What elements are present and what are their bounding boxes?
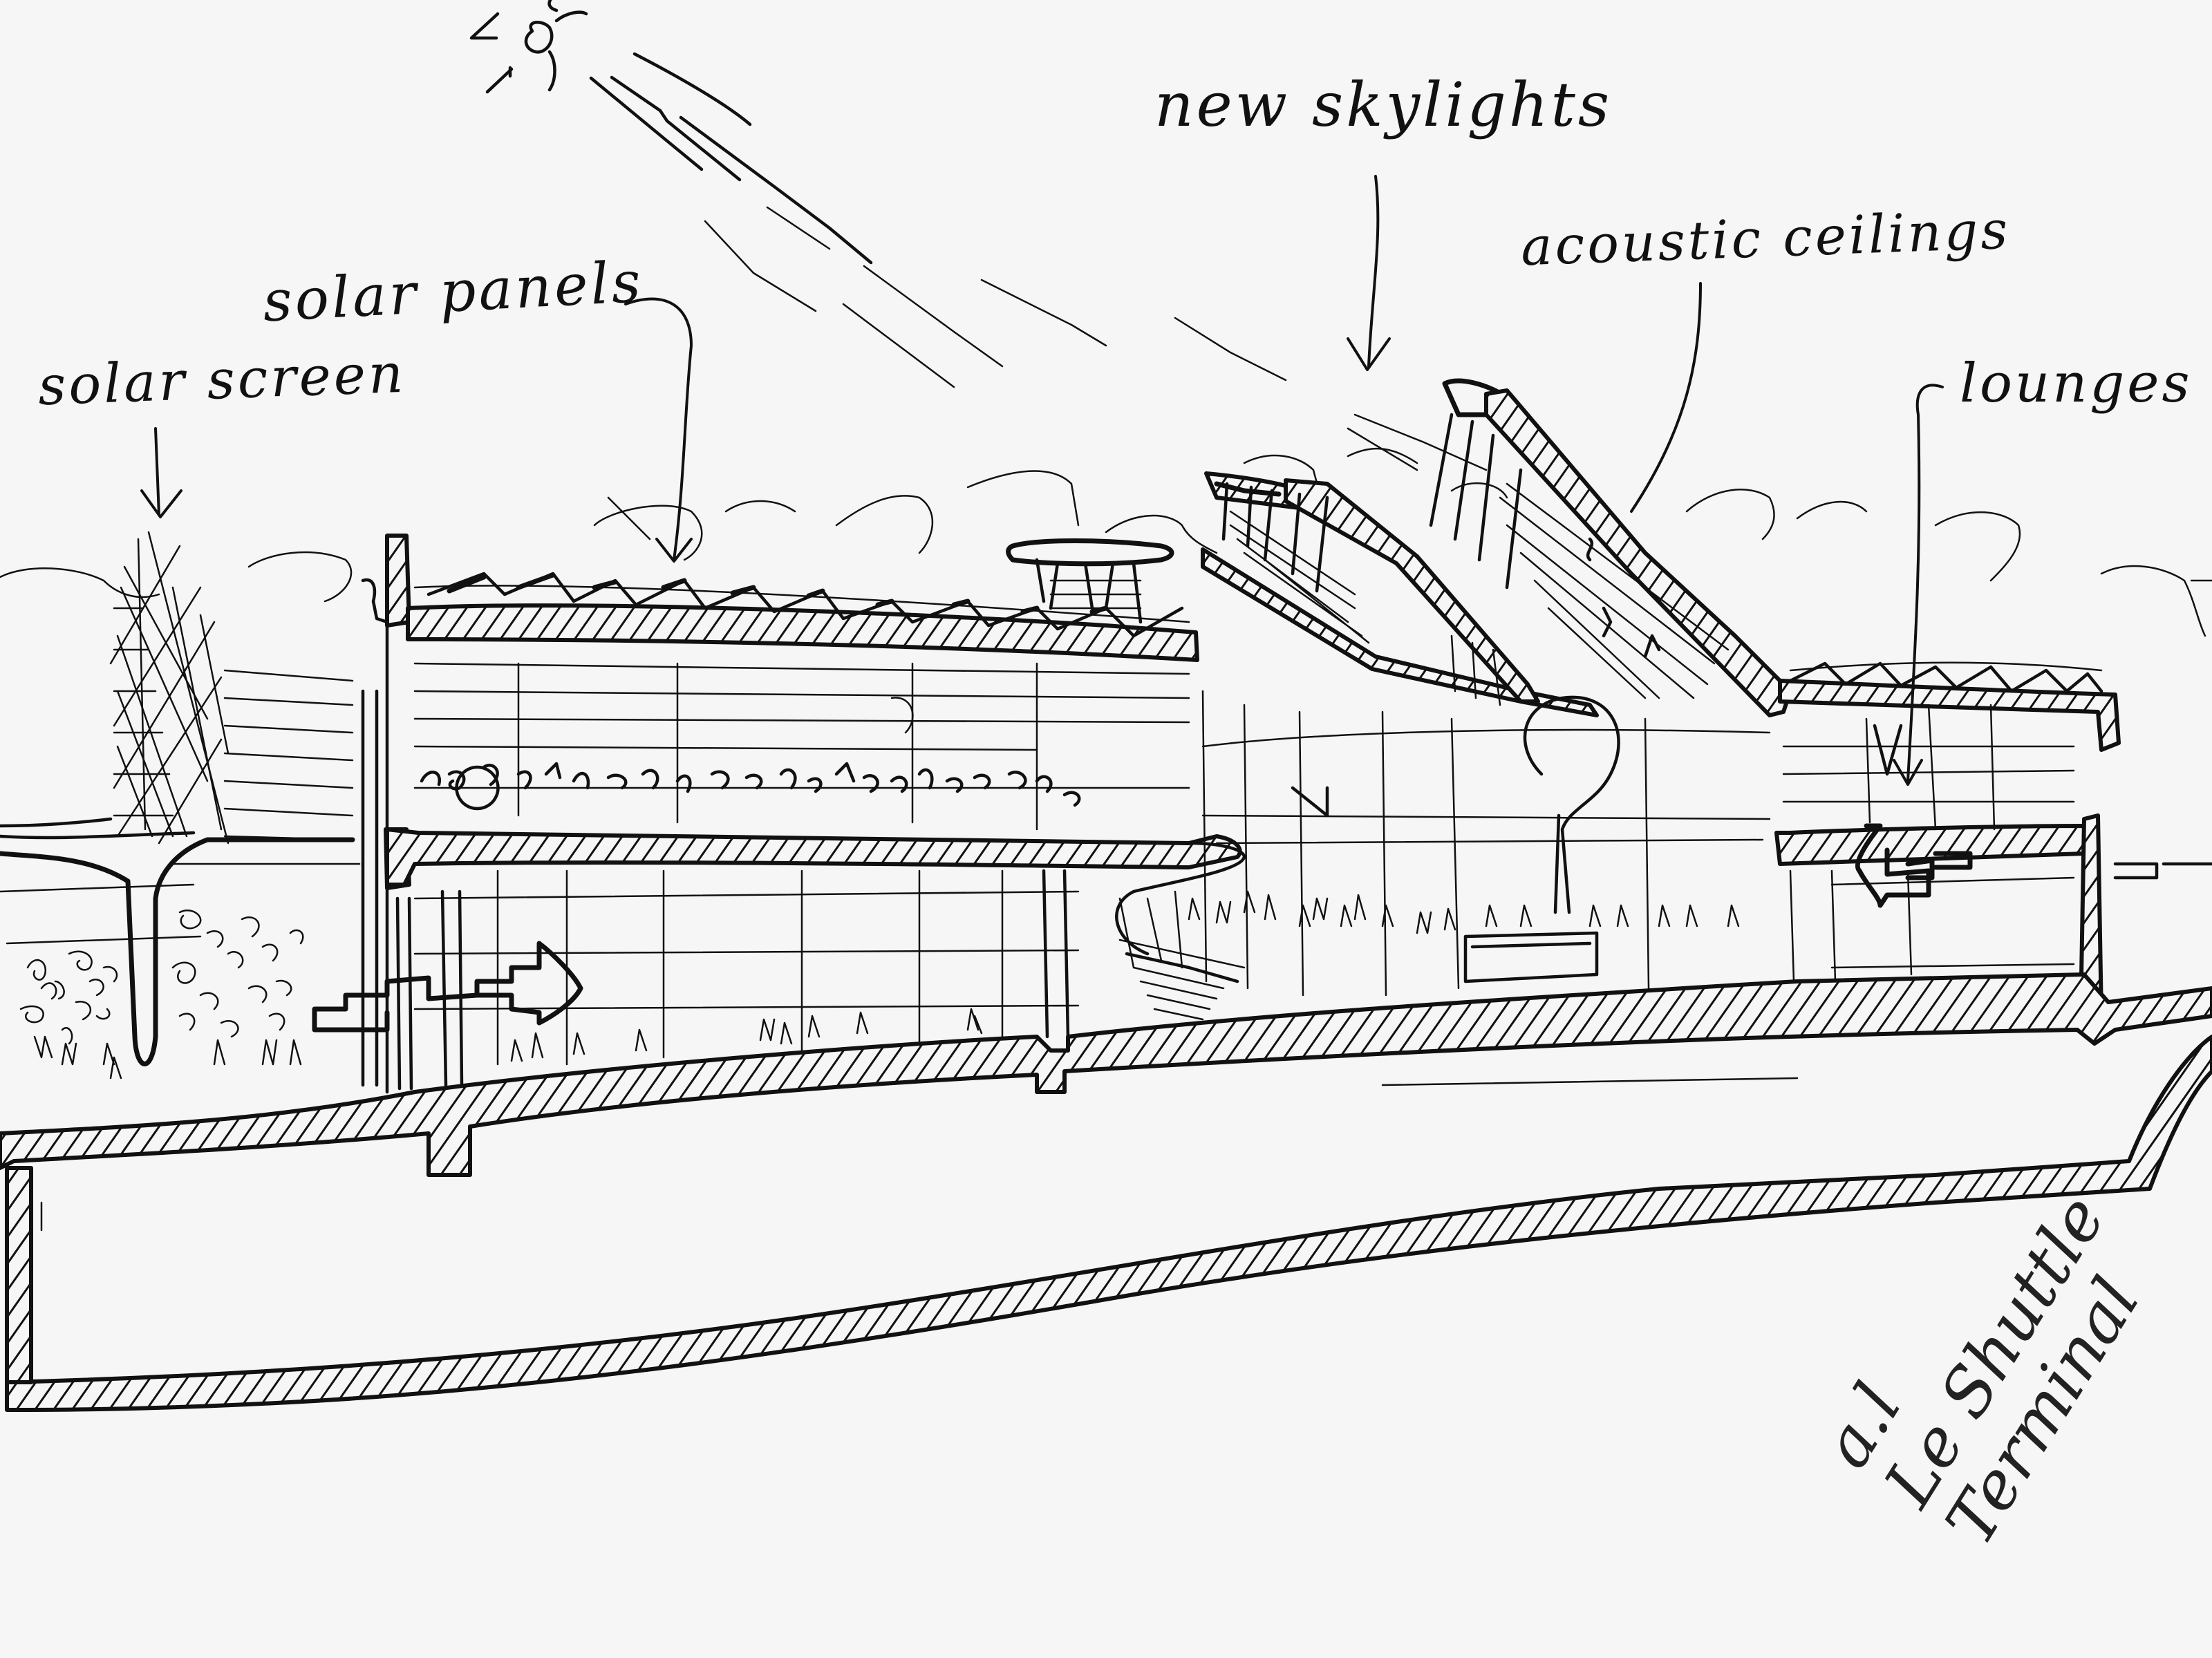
background-trees [0,447,2212,637]
roof-slab-right [1778,679,2121,752]
sun-icon [469,0,588,94]
solar-panels-array [413,572,1190,638]
tunnel-slab [5,1035,2212,1412]
solar-panels-array-right [1788,661,2103,693]
left-wing-interior [413,662,1190,831]
entrance-canopy [0,817,361,1066]
people-crowd [19,910,304,1080]
curved-balcony [1115,841,1246,956]
mezzanine-slab-right [1774,824,2086,866]
label-lounges: lounges [1960,352,2193,415]
label-solar-screen: solar screen [37,342,407,418]
solar-screen-lattice [109,531,354,845]
central-atrium [1188,690,1771,997]
mezzanine-slab-left [385,827,1242,887]
arrow-left-icon [1855,823,1973,908]
roof-slab-left [406,603,1199,662]
escalator [1118,939,1246,1021]
arrow-right-icon [312,941,583,1033]
tunnel-wall-left [5,1166,33,1384]
skylight-structure [1006,378,1792,717]
ground-slab [0,972,2212,1177]
label-new-skylights: new skylights [1154,69,1613,140]
